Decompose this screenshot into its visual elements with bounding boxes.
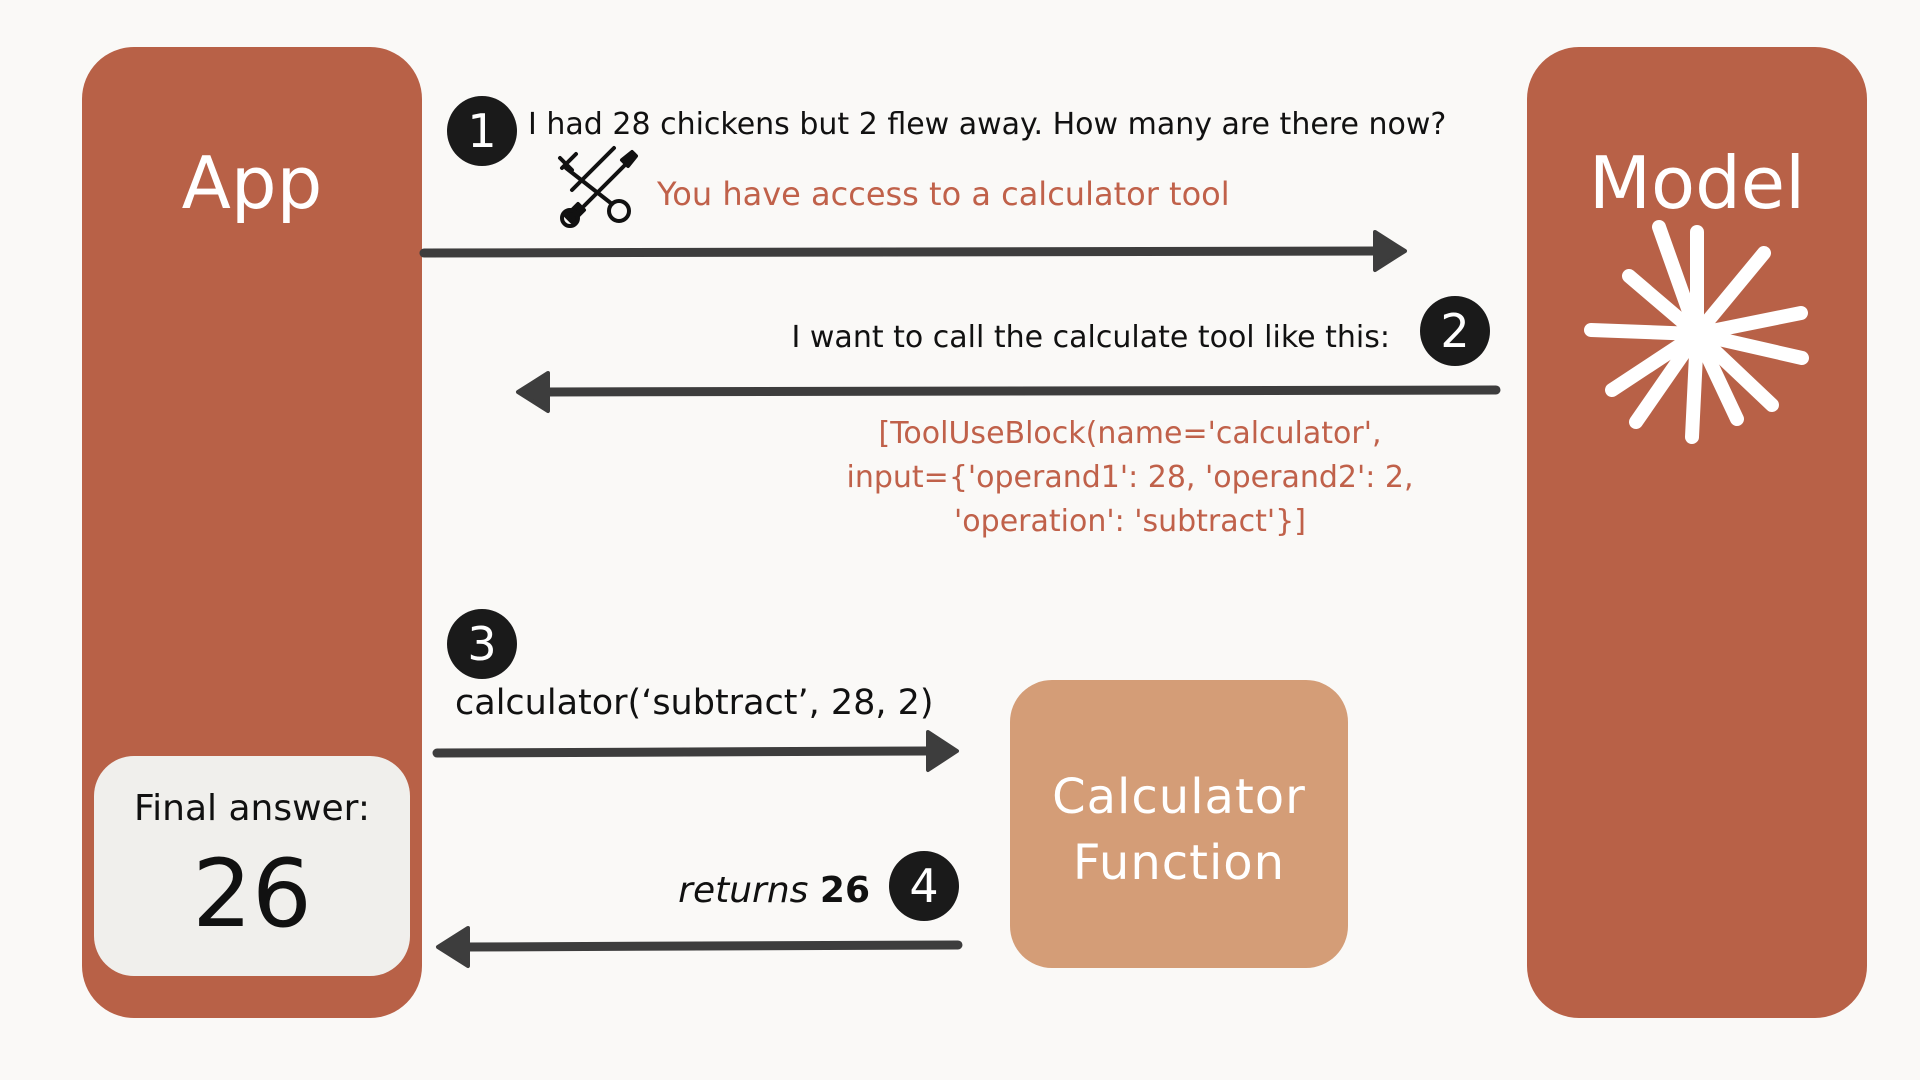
returns-word: returns [678,870,809,911]
step-3-badge: 3 [447,609,517,679]
step-1-tool-note: You have access to a calculator tool [657,175,1230,213]
step-2-badge: 2 [1420,296,1490,366]
step-4-badge: 4 [889,851,959,921]
step-1-badge: 1 [447,96,517,166]
arrow-step-3 [432,730,959,772]
final-answer-value: 26 [192,840,312,949]
model-panel: Model [1527,47,1867,1018]
model-title: Model [1588,141,1806,225]
tool-code-line-1: [ToolUseBlock(name='calculator', [878,416,1382,451]
arrow-step-2 [516,371,1501,413]
returns-value: 26 [819,870,870,911]
final-answer-label: Final answer: [134,788,370,829]
tool-code-line-2: input={'operand1': 28, 'operand2': 2, [846,460,1414,495]
tool-code-line-3: 'operation': 'subtract'}] [954,504,1306,539]
calculator-function-label: Calculator Function [1010,764,1348,896]
starburst-icon [1584,220,1809,444]
calculator-line-2: Function [1072,835,1286,891]
calculator-line-1: Calculator [1052,769,1306,825]
step-1-user-message: I had 28 chickens but 2 flew away. How m… [528,107,1447,142]
calculator-function-box: Calculator Function [1010,680,1348,968]
step-4-returns: returns 26 [678,870,870,911]
app-title: App [181,141,323,225]
arrow-step-4 [436,926,963,968]
final-answer-box: Final answer: 26 [94,756,410,976]
step-3-function-call: calculator(‘subtract’, 28, 2) [455,683,934,723]
wrench-screwdriver-icon [558,146,638,228]
arrow-step-1 [419,230,1407,272]
step-2-model-message: I want to call the calculate tool like t… [791,320,1390,355]
tool-use-block-code: [ToolUseBlock(name='calculator', input={… [790,412,1470,544]
